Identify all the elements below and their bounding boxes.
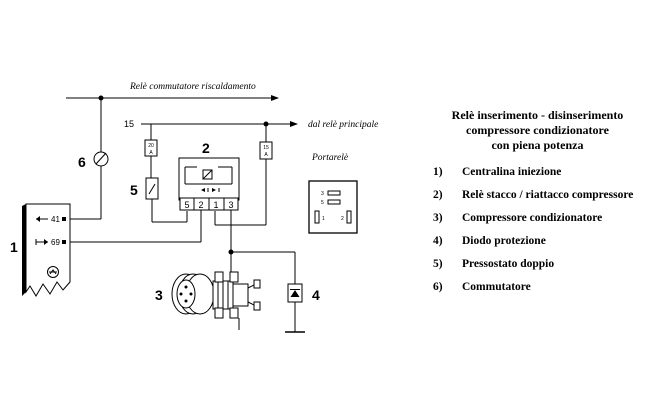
- fuse-20a-rating: 20: [148, 143, 154, 149]
- socket-pin-5: 5: [321, 200, 324, 206]
- supply-terminal-label: 15: [124, 119, 134, 129]
- legend-item: 1) Centralina iniezione: [415, 165, 660, 188]
- legend-item-text: Centralina iniezione: [462, 166, 562, 178]
- legend-item: 5) Pressostato doppio: [415, 257, 660, 280]
- callout-1: 1: [10, 239, 18, 255]
- legend-title-line: compressore condizionatore: [466, 123, 609, 137]
- callout-3: 3: [155, 287, 163, 303]
- relay-terminal-5: 5: [184, 200, 189, 210]
- protection-diode: [285, 283, 305, 333]
- fuse-15a-rating: 15: [263, 145, 269, 151]
- relay-to-compressor-wire: [228, 210, 296, 284]
- legend-item: 3) Compressore condizionatore: [415, 211, 660, 234]
- fuse-20a-unit: A: [149, 150, 153, 156]
- callout-2: 2: [202, 140, 210, 156]
- legend-item: 6) Commutatore: [415, 280, 660, 303]
- fuse-15a: 15 A: [214, 124, 273, 226]
- legend-item-text: Relè stacco / riattacco compressore: [462, 189, 634, 201]
- relay-to-ecu-wire: [70, 210, 202, 243]
- legend-list: 1) Centralina iniezione 2) Relè stacco / r…: [415, 165, 660, 303]
- socket-pin-1: 1: [322, 216, 325, 222]
- legend-item-number: 3): [433, 212, 443, 224]
- legend-title-line: con piena potenza: [491, 138, 584, 152]
- main-relay-label: dal relè principale: [308, 120, 378, 130]
- legend-item: 2) Relè stacco / riattacco compressore: [415, 188, 660, 211]
- legend-item-number: 2): [433, 189, 443, 201]
- legend-item: 4) Diodo protezione: [415, 234, 660, 257]
- legend-item-text: Pressostato doppio: [462, 258, 555, 270]
- legend-item-text: Diodo protezione: [462, 235, 546, 247]
- legend-item-text: Commutatore: [462, 281, 531, 293]
- socket-pin-2: 2: [341, 216, 344, 222]
- callout-5: 5: [130, 182, 138, 198]
- legend-item-text: Compressore condizionatore: [462, 212, 603, 224]
- ecu-pin-41: 41: [51, 215, 60, 224]
- commutator-switch: [70, 98, 109, 220]
- legend-title: Relè inserimento - disinserimento compre…: [415, 108, 660, 153]
- relay-terminal-1: 1: [213, 200, 218, 210]
- compressor-relay: 5 2 1 3: [178, 157, 240, 211]
- callout-6: 6: [78, 154, 86, 170]
- callout-numbers: 1 2 3 4 5 6: [10, 140, 320, 303]
- callout-4: 4: [312, 287, 320, 303]
- relay-socket: Portarelè 3 5 1 2: [308, 153, 358, 234]
- ac-compressor: [171, 271, 261, 330]
- relay-terminal-3: 3: [228, 200, 233, 210]
- injection-ecu: 41 69: [22, 203, 71, 297]
- heating-relay-label: Relè commutatore riscaldamento: [129, 82, 256, 92]
- socket-title: Portarelè: [311, 153, 348, 163]
- socket-pin-3: 3: [321, 191, 324, 197]
- legend-item-number: 4): [433, 235, 443, 247]
- heating-relay-line: Relè commutatore riscaldamento: [66, 82, 279, 101]
- pressure-switch: [145, 177, 188, 223]
- legend: Relè inserimento - disinserimento compre…: [415, 108, 660, 303]
- ecu-pin-69: 69: [51, 238, 60, 247]
- legend-item-number: 1): [433, 166, 443, 178]
- legend-item-number: 5): [433, 258, 443, 270]
- legend-item-number: 6): [433, 281, 443, 293]
- main-relay-line: 15 dal relè principale: [124, 119, 378, 130]
- fuse-15a-unit: A: [264, 152, 268, 158]
- fuse-20a: 20 A: [144, 124, 158, 178]
- relay-terminal-2: 2: [198, 200, 203, 210]
- legend-title-line: Relè inserimento - disinserimento: [451, 108, 624, 122]
